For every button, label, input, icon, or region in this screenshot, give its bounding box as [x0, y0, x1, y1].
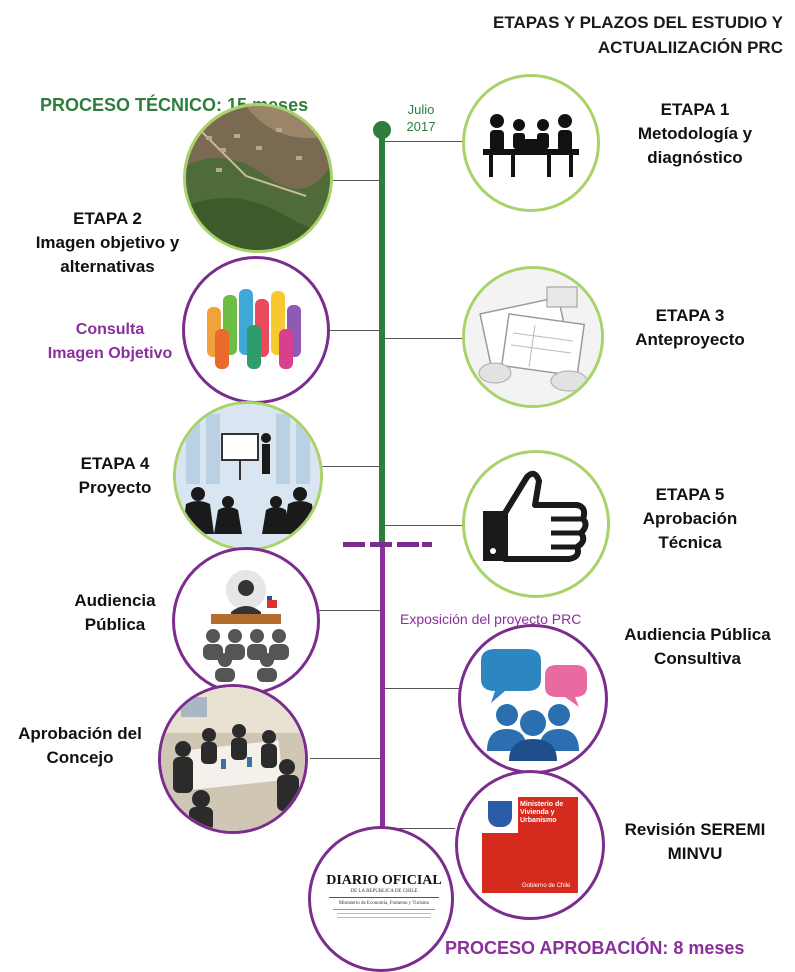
- diario-sub: DE LA REPUBLICA DE CHILE: [350, 889, 418, 894]
- audiencia-label: Audiencia Pública: [55, 589, 175, 637]
- minvu-line2: Vivienda y: [520, 809, 555, 816]
- start-month: Julio: [407, 102, 435, 117]
- etapa1-title: ETAPA 1: [660, 100, 730, 119]
- etapa1-circle: [462, 74, 600, 212]
- thumbs-up-icon: [483, 470, 589, 562]
- timeline-divider-dash-3: [397, 542, 419, 547]
- etapa5-circle: [462, 450, 610, 598]
- connector-seremi: [385, 828, 455, 829]
- meeting-table-icon: [483, 114, 579, 177]
- start-date-label: Julio 2017: [396, 101, 446, 135]
- etapa1-line1: Metodología y: [637, 124, 753, 143]
- connector-etapa5: [385, 525, 467, 526]
- timeline-purple-line: [380, 542, 385, 837]
- minvu-gobierno: Gobierno de Chile: [522, 883, 571, 889]
- connector-consultiva: [385, 688, 463, 689]
- seremi-line1: Revisión SEREMI: [624, 820, 766, 839]
- audiencia-circle: [172, 547, 320, 695]
- title-line-1: ETAPAS Y PLAZOS DEL ESTUDIO Y: [492, 13, 783, 32]
- audiencia-line2: Pública: [84, 615, 146, 634]
- audiencia-line1: Audiencia: [74, 591, 156, 610]
- minvu-line3: Urbanismo: [520, 817, 557, 824]
- etapa5-line1: Aprobación: [642, 509, 738, 528]
- etapa5-line2: Técnica: [658, 533, 722, 552]
- seremi-line2: MINVU: [667, 844, 723, 863]
- etapa4-circle: [173, 401, 323, 551]
- blueprints-icon: [465, 269, 601, 405]
- diario-oficial-icon: DIARIO OFICIAL DE LA REPUBLICA DE CHILE …: [323, 873, 445, 921]
- concejo-line2: Concejo: [46, 748, 114, 767]
- connector-etapa1: [385, 141, 465, 142]
- speech-bubbles-icon: [481, 649, 587, 761]
- etapa2-circle: [183, 103, 333, 253]
- timeline-green-line: [379, 130, 385, 542]
- proceso-aprobacion-header: PROCESO APROBACIÓN: 8 meses: [445, 938, 745, 958]
- consulta-circle: [182, 256, 330, 404]
- exposicion-label: Exposición del proyecto PRC: [400, 611, 582, 627]
- etapa4-label: ETAPA 4 Proyecto: [60, 452, 170, 500]
- timeline-start-dot: [373, 121, 391, 139]
- presentation-icon: [176, 404, 320, 548]
- concejo-line1: Aprobación del: [18, 724, 142, 743]
- connector-etapa4: [318, 466, 380, 467]
- connector-etapa2: [318, 180, 380, 181]
- etapa2-line2: alternativas: [60, 257, 155, 276]
- concejo-label: Aprobación del Concejo: [5, 722, 155, 770]
- connector-concejo: [310, 758, 380, 759]
- connector-etapa3: [385, 338, 467, 339]
- diario-line1: Ministerio de Economía, Fomento y Turism…: [338, 901, 430, 906]
- connector-consulta: [318, 330, 380, 331]
- etapa2-label: ETAPA 2 Imagen objetivo y alternativas: [15, 207, 200, 279]
- minvu-line1: Ministerio de: [520, 801, 564, 808]
- etapa3-title: ETAPA 3: [655, 306, 725, 325]
- raised-hands-icon: [207, 289, 301, 369]
- minvu-logo: Ministerio de Vivienda y Urbanismo Gobie…: [482, 797, 578, 893]
- concejo-circle: [158, 684, 308, 834]
- etapa2-line1: Imagen objetivo y: [35, 233, 180, 252]
- diagram-title: ETAPAS Y PLAZOS DEL ESTUDIO Y ACTUALIIZA…: [423, 10, 783, 60]
- timeline-divider-dash-1: [343, 542, 365, 547]
- etapa2-title: ETAPA 2: [73, 209, 142, 228]
- consultiva-line1: Audiencia Pública: [624, 625, 771, 644]
- etapa4-title: ETAPA 4: [80, 454, 150, 473]
- aerial-photo: [186, 106, 330, 250]
- etapa4-line1: Proyecto: [78, 478, 152, 497]
- diario-title: DIARIO OFICIAL: [326, 873, 442, 888]
- consulta-label: Consulta Imagen Objetivo: [40, 318, 180, 366]
- start-year: 2017: [406, 119, 436, 134]
- timeline-divider-dash-2: [370, 542, 392, 547]
- seremi-label: Revisión SEREMI MINVU: [605, 818, 785, 866]
- consultiva-label: Audiencia Pública Consultiva: [605, 623, 790, 671]
- seremi-circle: Ministerio de Vivienda y Urbanismo Gobie…: [455, 770, 605, 920]
- connector-audiencia: [318, 610, 380, 611]
- etapa1-label: ETAPA 1 Metodología y diagnóstico: [610, 98, 780, 170]
- etapa3-circle: [462, 266, 604, 408]
- etapa3-line1: Anteproyecto: [635, 330, 745, 349]
- etapa5-label: ETAPA 5 Aprobación Técnica: [620, 483, 760, 555]
- minvu-shield: [488, 801, 512, 827]
- etapa5-title: ETAPA 5: [655, 485, 725, 504]
- etapa1-line2: diagnóstico: [647, 148, 743, 167]
- consulta-line2: Imagen Objetivo: [47, 345, 173, 362]
- diario-circle: DIARIO OFICIAL DE LA REPUBLICA DE CHILE …: [308, 826, 454, 972]
- audience-icon: [203, 570, 289, 682]
- consulta-line1: Consulta: [75, 321, 145, 338]
- consultiva-line2: Consultiva: [654, 649, 741, 668]
- consultiva-circle: [458, 624, 608, 774]
- timeline-divider-dash-4: [422, 542, 432, 547]
- etapa3-label: ETAPA 3 Anteproyecto: [615, 304, 765, 352]
- council-photo: [161, 687, 305, 831]
- title-line-2: ACTUALIIZACIÓN PRC: [597, 38, 783, 57]
